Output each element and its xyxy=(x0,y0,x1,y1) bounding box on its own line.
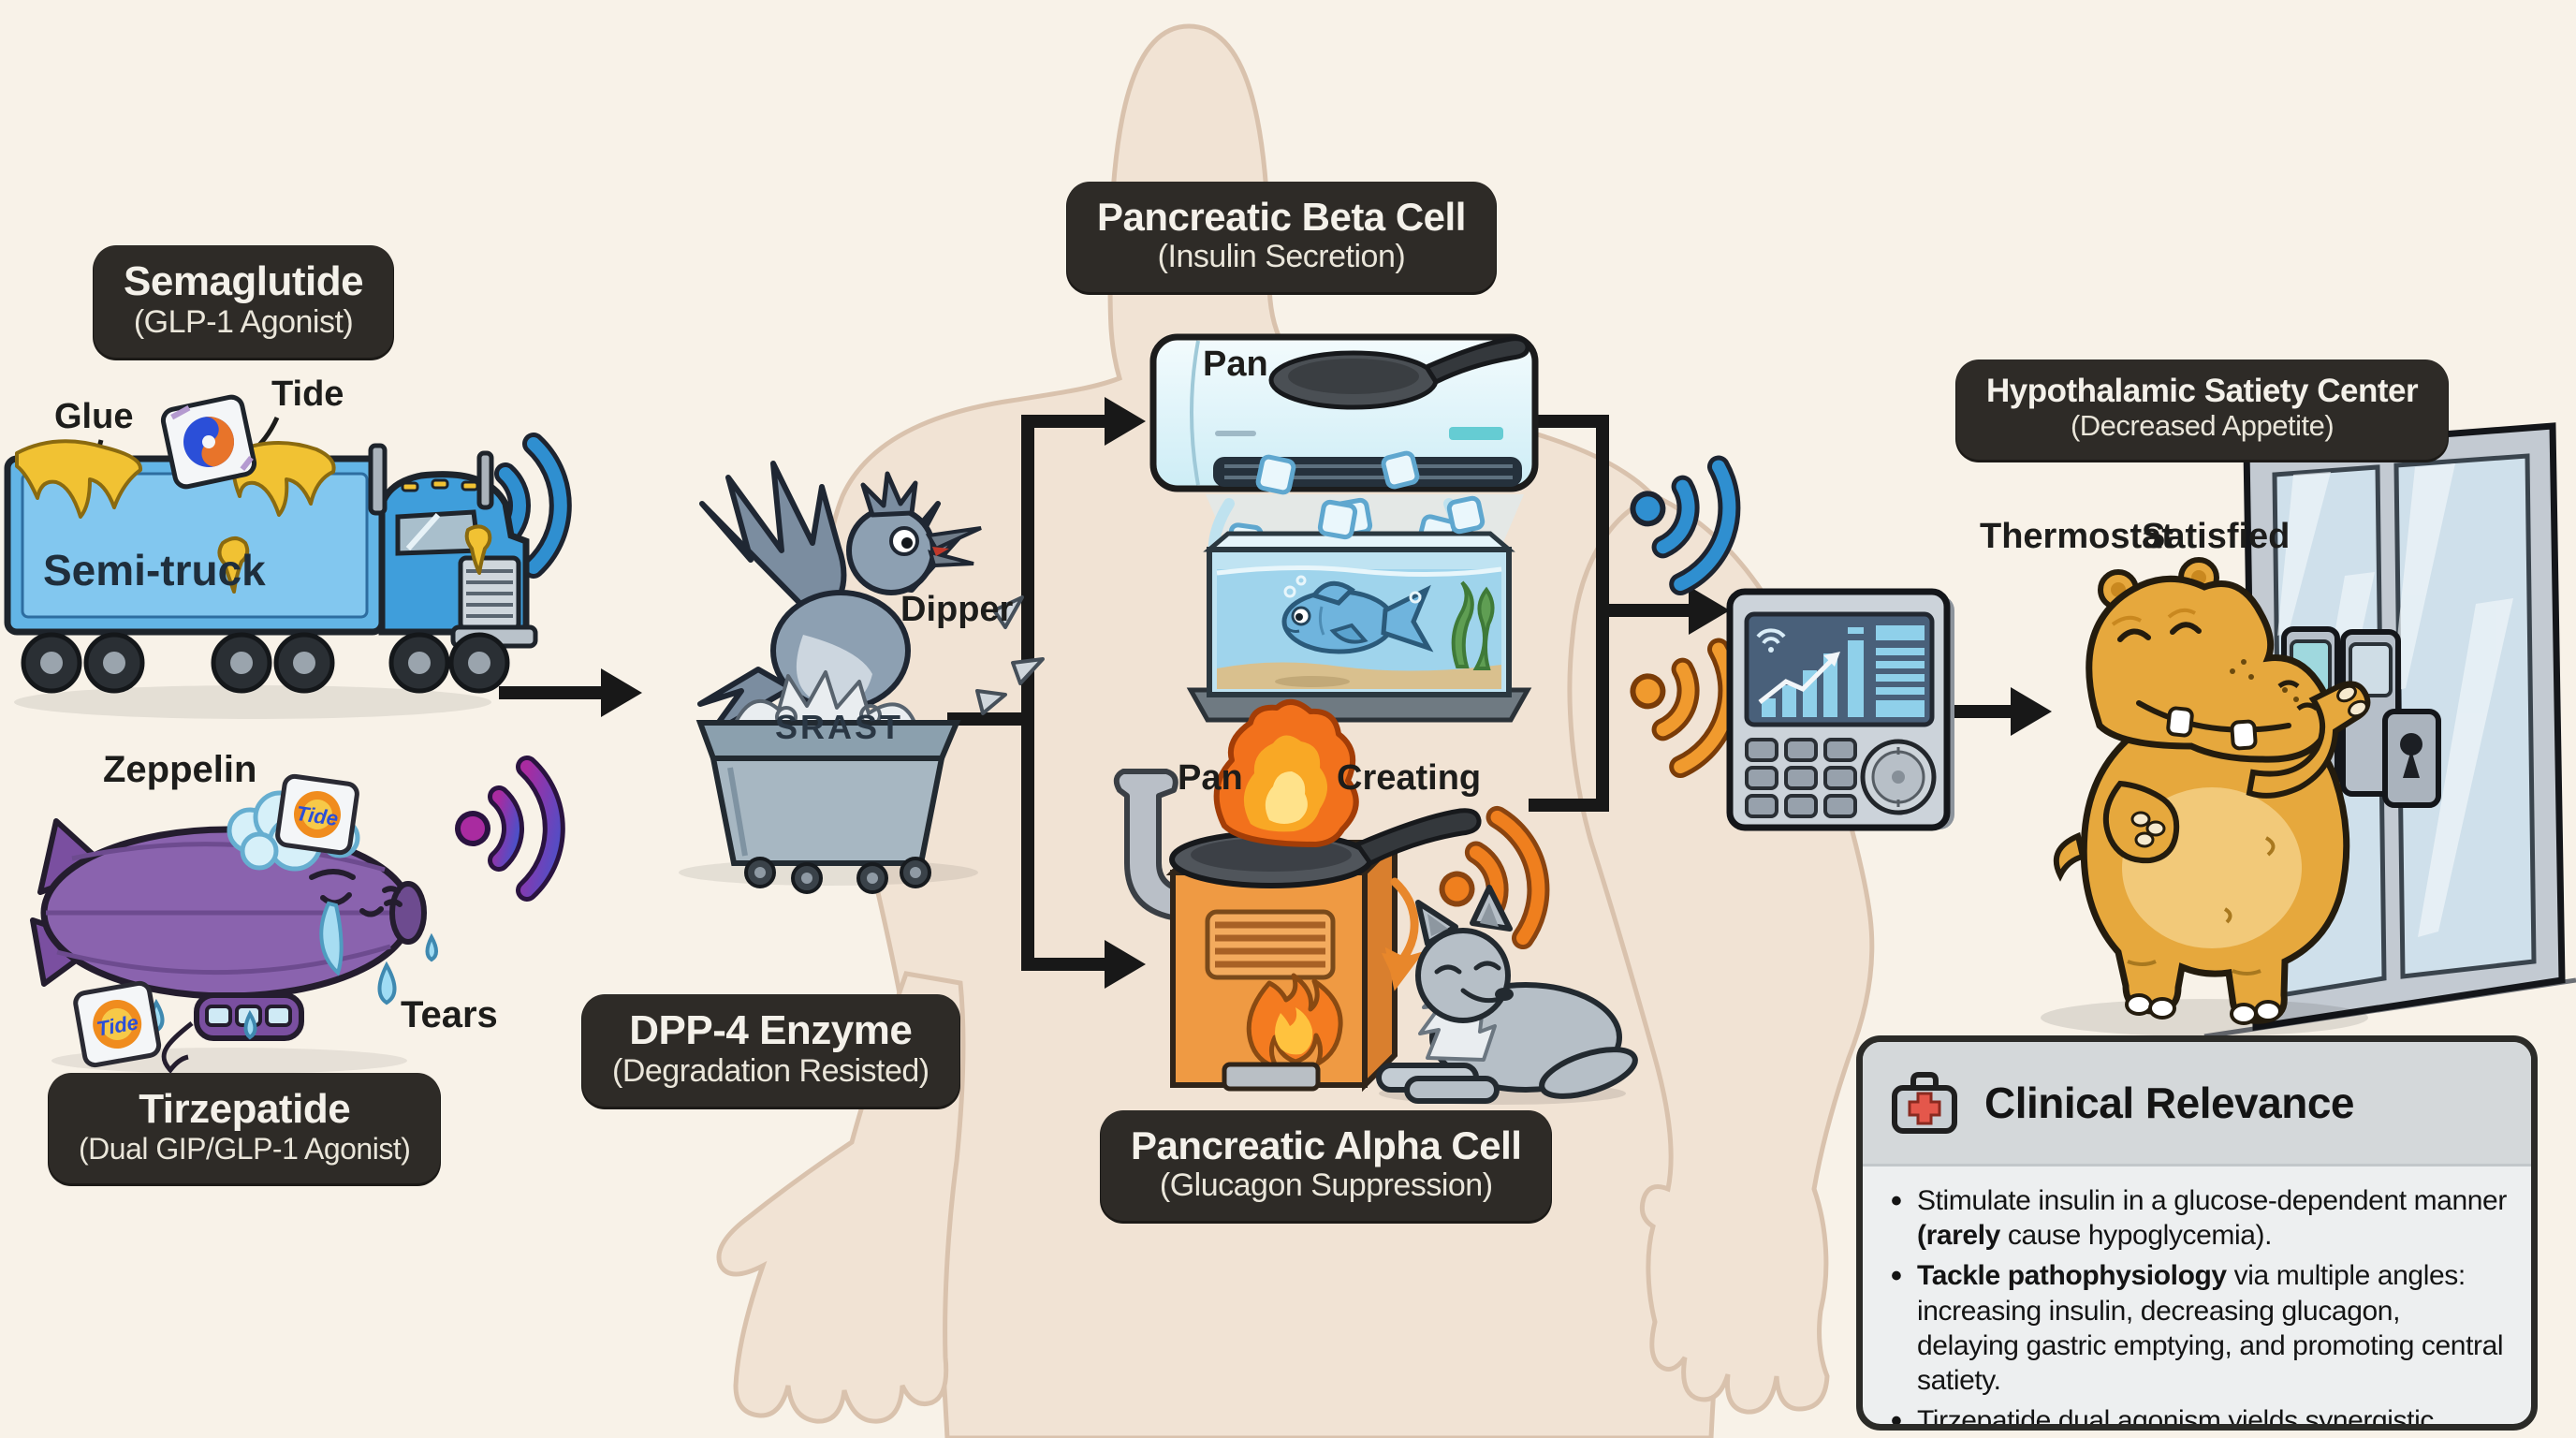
stove-illustration xyxy=(1113,699,1482,1093)
label-beta-cell-subtitle: (Insulin Secretion) xyxy=(1157,239,1406,275)
clinical-bullet: Tirzepatide dual agonism yields synergis… xyxy=(1881,1401,2507,1424)
wifi-icon xyxy=(455,756,565,902)
annotation-glue: Glue xyxy=(54,397,134,436)
annotation-thermostat: Thermostat xyxy=(1980,517,2174,556)
wifi-icon xyxy=(1630,455,1741,596)
annotation-satisfied: Satisfied xyxy=(2142,517,2291,556)
label-beta-cell: Pancreatic Beta Cell (Insulin Secretion) xyxy=(1067,182,1496,293)
tide-logo: Tide xyxy=(295,801,340,830)
label-dpp4: DPP-4 Enzyme (Degradation Resisted) xyxy=(582,994,959,1108)
label-semaglutide-title: Semaglutide xyxy=(124,258,364,304)
annotation-dipper: Dipper xyxy=(900,590,1014,629)
clinical-bullet: Tackle pathophysiology via multiple angl… xyxy=(1881,1256,2507,1398)
monitor-illustration xyxy=(1726,588,1954,831)
wolf-illustration xyxy=(1376,885,1638,1105)
clinical-title: Clinical Relevance xyxy=(1984,1078,2354,1127)
wifi-icon xyxy=(1630,638,1741,779)
annotation-creating: Creating xyxy=(1337,758,1482,798)
hippo-illustration xyxy=(2041,557,2371,1036)
clinical-relevance-card: Clinical Relevance Stimulate insulin in … xyxy=(1856,1035,2538,1431)
label-semaglutide-subtitle: (GLP-1 Agonist) xyxy=(133,304,354,341)
fish-tank-illustration xyxy=(1186,495,1532,723)
annotation-semi-truck: Semi-truck xyxy=(43,546,266,594)
annotation-zeppelin: Zeppelin xyxy=(103,749,257,790)
clinical-bullet: Stimulate insulin in a glucose-dependent… xyxy=(1881,1181,2507,1253)
annotation-tide: Tide xyxy=(271,374,344,414)
label-alpha-cell: Pancreatic Alpha Cell (Glucagon Suppress… xyxy=(1101,1110,1552,1222)
zeppelin-illustration: Tide Tide xyxy=(30,773,438,1074)
label-satiety-center-title: Hypothalamic Satiety Center xyxy=(1986,373,2419,409)
annotation-pan-alpha: Pan xyxy=(1178,758,1243,798)
label-alpha-cell-title: Pancreatic Alpha Cell xyxy=(1131,1123,1522,1167)
annotation-shredder: SRAST xyxy=(775,708,904,746)
semi-truck-illustration xyxy=(4,394,538,719)
clinical-header: Clinical Relevance xyxy=(1863,1042,2531,1167)
label-dpp4-subtitle: (Degradation Resisted) xyxy=(612,1053,929,1090)
annotation-tears: Tears xyxy=(401,994,498,1035)
label-satiety-center-subtitle: (Decreased Appetite) xyxy=(2070,409,2334,443)
label-alpha-cell-subtitle: (Glucagon Suppression) xyxy=(1159,1167,1493,1204)
label-tirzepatide: Tirzepatide (Dual GIP/GLP-1 Agonist) xyxy=(49,1073,441,1184)
label-semaglutide: Semaglutide (GLP-1 Agonist) xyxy=(94,245,394,359)
medical-kit-icon xyxy=(1892,1072,1957,1134)
label-tirzepatide-subtitle: (Dual GIP/GLP-1 Agonist) xyxy=(79,1132,411,1167)
label-satiety-center: Hypothalamic Satiety Center (Decreased A… xyxy=(1956,360,2449,460)
clinical-body: Stimulate insulin in a glucose-dependent… xyxy=(1863,1167,2531,1424)
label-beta-cell-title: Pancreatic Beta Cell xyxy=(1097,195,1466,239)
label-tirzepatide-title: Tirzepatide xyxy=(139,1086,351,1132)
bird-shredder-illustration xyxy=(679,461,1045,894)
label-dpp4-title: DPP-4 Enzyme xyxy=(629,1007,913,1053)
annotation-pan-beta: Pan xyxy=(1203,345,1268,384)
